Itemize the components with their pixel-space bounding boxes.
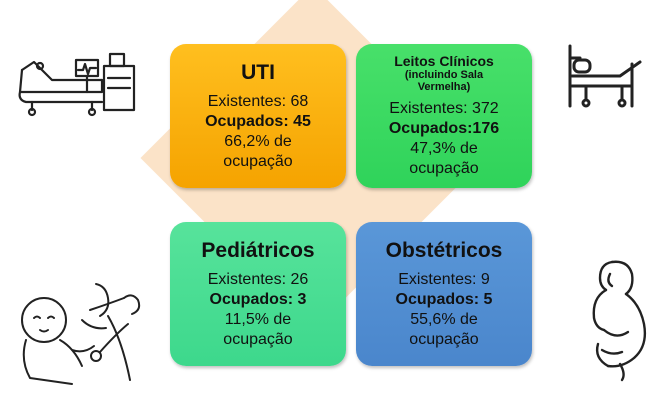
pediatric-doctor-icon [21,283,141,385]
existentes-text: Existentes: 68 [207,93,309,110]
existentes-text: Existentes: 26 [207,271,309,288]
pregnant-woman-icon [592,260,647,382]
card-obstetricos: Obstétricos Existentes: 9 Ocupados: 5 55… [356,222,532,366]
card-title: Obstétricos [385,239,503,262]
ocupacao-text-2: ocupação [409,331,479,348]
ocupacao-text-2: ocupação [409,159,479,177]
card-subtitle: (incluindo Sala Vermelha) [405,69,483,93]
card-pediatricos: Pediátricos Existentes: 26 Ocupados: 3 1… [170,222,346,366]
hospital-bed-icon [568,44,642,108]
card-title: Leitos Clínicos [394,52,494,69]
icu-bed-icon [18,52,136,117]
card-subtitle-line-2: Vermelha) [417,80,471,93]
ocupados-text: Ocupados:176 [388,119,500,137]
existentes-text: Existentes: 9 [398,271,490,288]
ocupacao-text-1: 66,2% de [224,133,292,150]
ocupados-text: Ocupados: 5 [395,291,493,308]
ocupacao-text-2: ocupação [223,331,293,348]
card-subtitle-line-1: (incluindo Sala [404,68,484,81]
card-title: Pediátricos [201,239,315,262]
ocupacao-text-1: 11,5% de [224,311,292,328]
ocupados-text: Ocupados: 3 [209,291,307,308]
ocupacao-text-1: 47,3% de [410,139,478,157]
card-title: UTI [241,61,275,84]
ocupacao-text-2: ocupação [223,153,293,170]
existentes-text: Existentes: 372 [389,99,499,117]
ocupacao-text-1: 55,6% de [410,311,478,328]
card-leitos-clinicos: Leitos Clínicos (incluindo Sala Vermelha… [356,44,532,188]
card-uti: UTI Existentes: 68 Ocupados: 45 66,2% de… [170,44,346,188]
ocupados-text: Ocupados: 45 [205,113,311,130]
